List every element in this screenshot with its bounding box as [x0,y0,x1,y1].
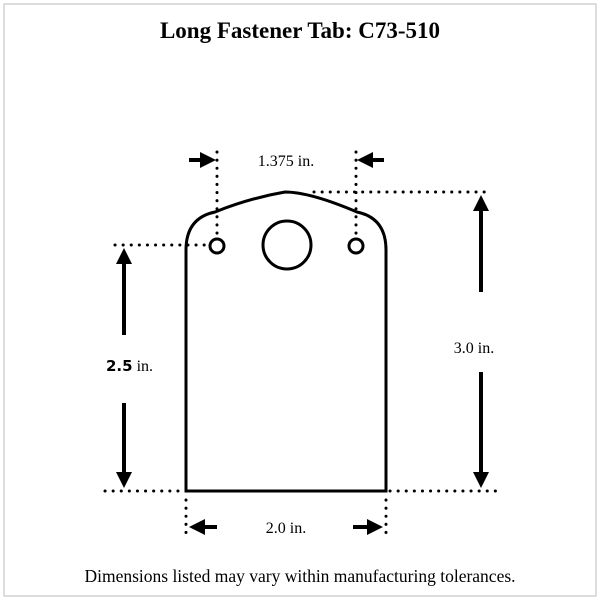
width-label: 2.0 in. [266,520,306,537]
hole-spacing-label: 1.375 in. [258,153,314,170]
title: Long Fastener Tab: C73-510 [160,18,440,43]
hole-height-unit: in. [133,358,153,375]
extension-lines [103,150,498,542]
right-fastener-hole [347,237,365,255]
total-height-label: 3.0 in. [454,340,494,357]
hole-height-label: 2.5 in. [106,357,153,375]
tab-outline [184,190,388,493]
left-fastener-hole [208,237,226,255]
hole-height-value: 2.5 [106,357,133,375]
dimension-arrows [116,152,489,535]
center-hole [261,219,313,271]
tolerance-footnote: Dimensions listed may vary within manufa… [84,566,515,586]
frame-border [3,3,597,597]
